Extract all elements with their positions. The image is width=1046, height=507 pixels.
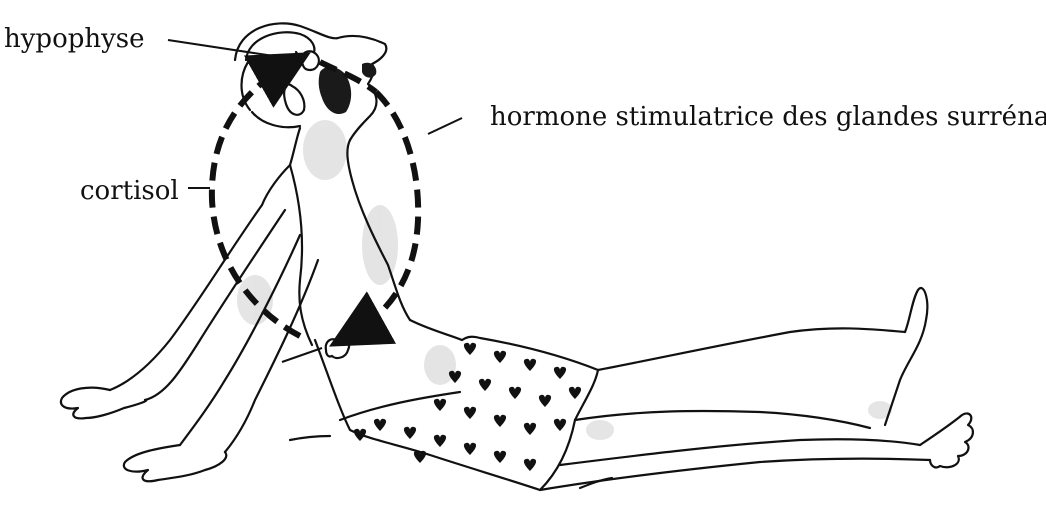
hormone-leader	[428, 118, 462, 134]
label-hypophyse: hypophyse	[4, 26, 145, 52]
adrenal-leader	[282, 348, 322, 362]
body-outline	[61, 23, 973, 490]
shorts-pattern	[354, 343, 581, 471]
label-hormone: hormone stimulatrice des glandes surréna…	[490, 104, 1046, 130]
pituitary-gland	[302, 51, 319, 70]
hypophyse-leader	[168, 40, 300, 60]
label-cortisol: cortisol	[80, 178, 179, 204]
adrenal-gland	[326, 339, 349, 358]
